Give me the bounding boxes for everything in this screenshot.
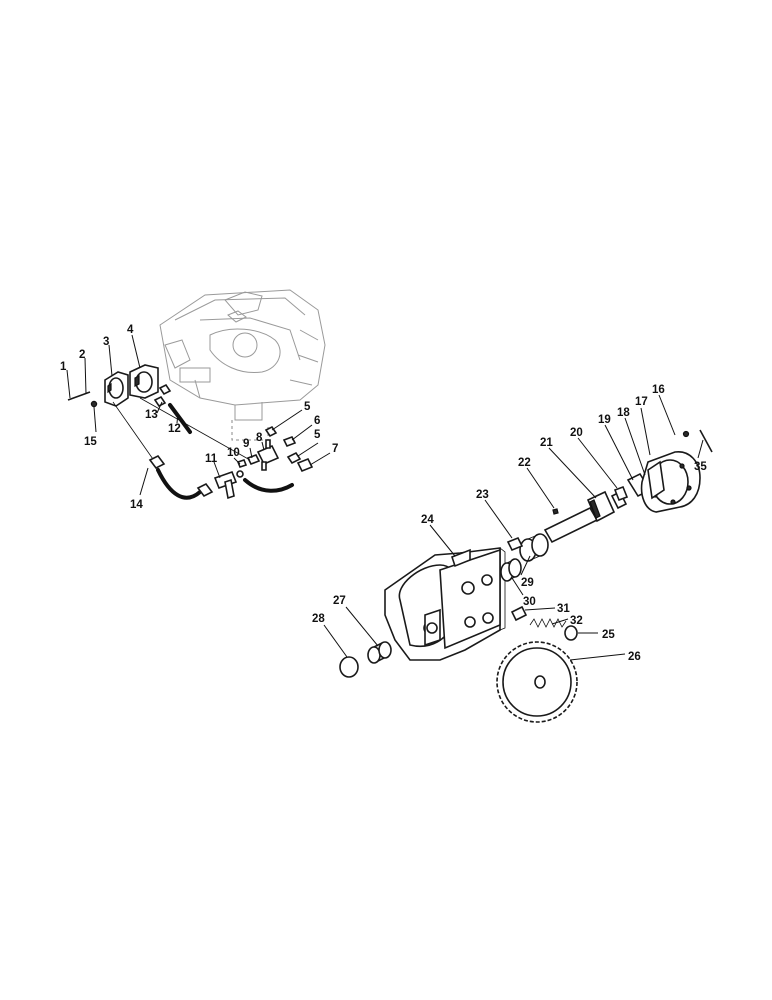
callout-32: 32 xyxy=(570,615,583,627)
key-part-22 xyxy=(552,508,559,515)
pump-housing-part-24 xyxy=(384,547,506,661)
callout-11: 11 xyxy=(205,453,218,465)
callout-27: 27 xyxy=(333,595,346,607)
bushing-part-27 xyxy=(367,641,392,664)
callout-6: 6 xyxy=(314,415,320,427)
callout-14: 14 xyxy=(130,499,143,511)
bolt-part-1 xyxy=(67,391,91,401)
callout-5a: 5 xyxy=(304,401,311,413)
valve-part-31 xyxy=(510,605,528,622)
washer-part-15 xyxy=(90,400,98,408)
callout-13: 13 xyxy=(145,409,158,421)
washer-part-16 xyxy=(682,430,690,438)
spring-part-32 xyxy=(529,618,567,628)
callout-10: 10 xyxy=(227,447,240,459)
callout-17: 17 xyxy=(635,396,648,408)
shaft-gear-part-21 xyxy=(543,490,628,544)
fitting-part-5b xyxy=(286,451,302,465)
callout-24: 24 xyxy=(421,514,434,526)
plug-part-28 xyxy=(339,656,359,678)
hose-part-14 xyxy=(112,401,214,500)
gear-part-20 xyxy=(613,485,629,502)
callout-18: 18 xyxy=(617,407,630,419)
bushing-part-29 xyxy=(519,533,549,562)
callout-4: 4 xyxy=(127,324,134,336)
fitting-part-6 xyxy=(282,435,297,448)
callout-3: 3 xyxy=(103,336,109,348)
fitting-part-7 xyxy=(296,457,314,473)
leader-lines xyxy=(66,334,704,661)
callout-8: 8 xyxy=(256,432,263,444)
callout-20: 20 xyxy=(570,427,583,439)
callout-12: 12 xyxy=(168,423,181,435)
transmission-housing-ghost xyxy=(159,289,326,441)
fitting-part-23 xyxy=(506,536,524,552)
tee-fitting-part-11 xyxy=(213,470,244,500)
callout-7: 7 xyxy=(332,443,338,455)
callout-5b: 5 xyxy=(314,429,321,441)
bolt-part-35 xyxy=(699,429,713,453)
callout-2: 2 xyxy=(79,349,85,361)
callout-25: 25 xyxy=(602,629,615,641)
cover-part-18-17 xyxy=(640,451,701,513)
hose-mid xyxy=(243,478,294,493)
flange-part-4 xyxy=(129,364,159,399)
callout-labels: 1 2 3 4 5 6 7 8 9 10 11 12 13 14 15 16 1… xyxy=(60,324,707,663)
callout-26: 26 xyxy=(628,651,641,663)
flange-part-3 xyxy=(104,371,129,407)
nut-part-25 xyxy=(564,625,578,641)
callout-16: 16 xyxy=(652,384,665,396)
cross-fitting-part-8 xyxy=(256,439,280,471)
callout-9: 9 xyxy=(243,438,249,450)
callout-23: 23 xyxy=(476,489,489,501)
callout-30: 30 xyxy=(523,596,536,608)
callout-31: 31 xyxy=(557,603,570,615)
callout-19: 19 xyxy=(598,414,611,426)
gear-part-26 xyxy=(496,641,578,723)
callout-35: 35 xyxy=(694,461,707,473)
callout-29: 29 xyxy=(521,577,534,589)
fitting-part-9 xyxy=(246,453,261,466)
callout-21: 21 xyxy=(540,437,553,449)
fitting-part-10 xyxy=(236,459,248,468)
callout-15: 15 xyxy=(84,436,97,448)
bushing-part-30 xyxy=(500,558,522,582)
callout-22: 22 xyxy=(518,457,531,469)
hose-part-12 xyxy=(168,403,192,434)
callout-28: 28 xyxy=(312,613,325,625)
callout-1: 1 xyxy=(60,361,67,373)
fitting-part-13 xyxy=(153,383,172,408)
